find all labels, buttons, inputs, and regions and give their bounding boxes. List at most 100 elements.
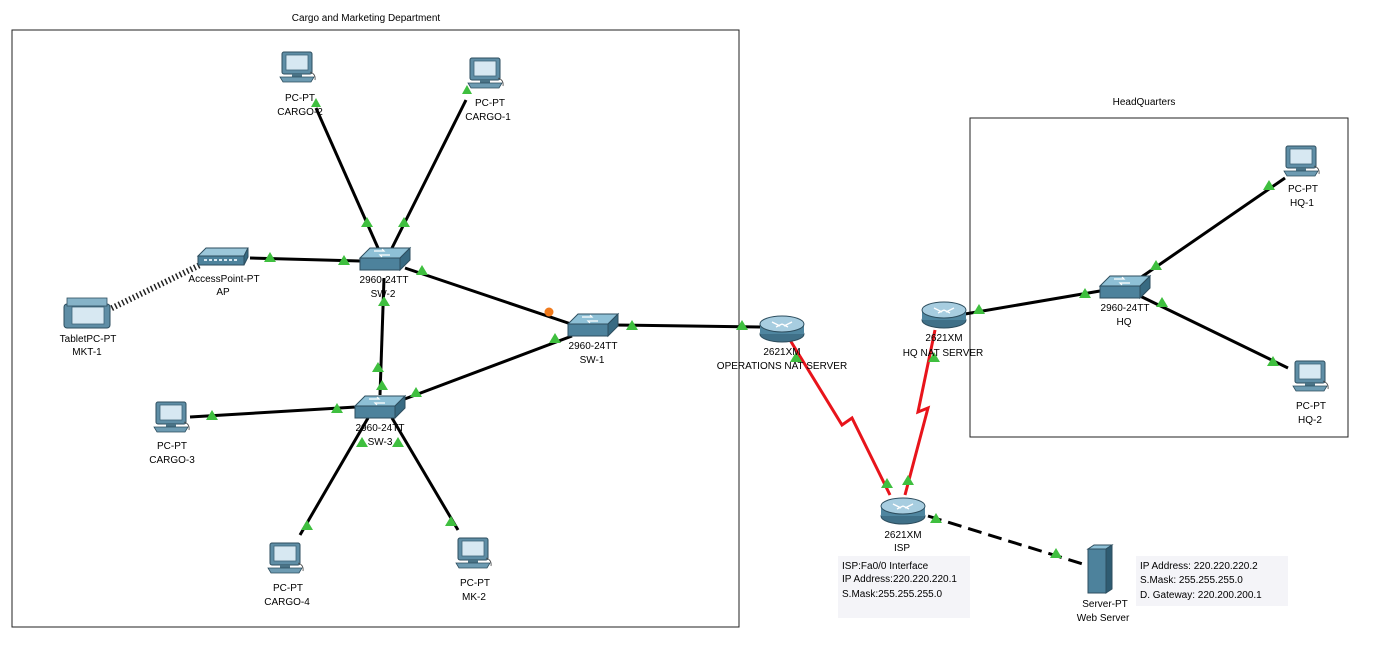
- pc-icon: [467, 57, 504, 89]
- pc-icon: [153, 401, 190, 433]
- device-hq2[interactable]: PC-PT HQ-2: [1292, 360, 1329, 426]
- device-web-server[interactable]: Server-PT Web Server: [1077, 544, 1130, 624]
- device-model-label: 2621XM: [925, 333, 962, 344]
- device-name-label: CARGO-3: [149, 455, 195, 466]
- web-server-note[interactable]: IP Address: 220.220.220.2 S.Mask: 255.25…: [1136, 556, 1288, 606]
- link-pending-icon: [544, 307, 554, 317]
- device-mkt1[interactable]: TabletPC-PT MKT-1: [60, 297, 117, 358]
- link-hqsw-hq2[interactable]: [1139, 294, 1289, 370]
- router-icon: [759, 315, 805, 343]
- device-model-label: 2960-24TT: [356, 423, 405, 434]
- device-name-label: CARGO-2: [277, 107, 323, 118]
- link-up-icon: [928, 352, 940, 362]
- link-up-icon: [881, 478, 893, 488]
- device-name-label: CARGO-1: [465, 112, 511, 123]
- link-up-icon: [392, 437, 404, 447]
- device-isp-router[interactable]: 2621XM ISP: [880, 497, 926, 554]
- device-cargo2[interactable]: PC-PT CARGO-2: [277, 51, 323, 118]
- link-sw3-cargo3[interactable]: [189, 405, 357, 419]
- link-sw1-ops[interactable]: [613, 323, 761, 329]
- device-model-label: 2960-24TT: [569, 341, 618, 352]
- link-up-icon: [1267, 356, 1279, 366]
- device-name-label: MKT-1: [72, 347, 102, 358]
- link-up-icon: [372, 362, 384, 372]
- device-ap[interactable]: AccessPoint-PT AP: [188, 247, 260, 298]
- link-up-icon: [264, 252, 276, 262]
- device-model-label: Server-PT: [1082, 599, 1128, 610]
- link-hqnat-hqsw[interactable]: [964, 289, 1101, 316]
- link-up-icon: [311, 98, 321, 107]
- link-up-icon: [331, 403, 343, 413]
- device-name-label: MK-2: [462, 592, 486, 603]
- device-cargo4[interactable]: PC-PT CARGO-4: [264, 542, 310, 608]
- serial-link-hqnat-isp[interactable]: [903, 329, 937, 496]
- device-hq-switch[interactable]: 2960-24TT HQ: [1099, 275, 1151, 328]
- hq-area-title: HeadQuarters: [1113, 97, 1176, 108]
- device-mk2[interactable]: PC-PT MK-2: [455, 537, 492, 603]
- switch-icon: [567, 313, 619, 337]
- access-point-icon: [197, 247, 249, 266]
- serial-links: [788, 329, 937, 496]
- link-sw3-mk2[interactable]: [390, 417, 460, 531]
- link-up-icon: [356, 437, 368, 447]
- link-up-icon: [410, 387, 422, 397]
- link-up-icon: [338, 255, 350, 265]
- device-name-label: SW-2: [371, 289, 396, 300]
- note-line: S.Mask:255.255.255.0: [842, 589, 943, 600]
- device-model-label: 2960-24TT: [360, 275, 409, 286]
- device-hq-nat-router[interactable]: 2621XM HQ NAT SERVER: [903, 301, 984, 359]
- link-hqsw-hq1[interactable]: [1139, 176, 1286, 280]
- device-name-label: HQ-2: [1298, 415, 1322, 426]
- serial-link-ops-isp[interactable]: [788, 339, 892, 496]
- device-model-label: PC-PT: [475, 98, 505, 109]
- router-icon: [921, 301, 967, 329]
- device-ops-router[interactable]: 2621XM OPERATIONS NAT SERVER: [717, 315, 847, 372]
- link-up-icon: [930, 513, 942, 523]
- device-name-label: HQ NAT SERVER: [903, 348, 984, 359]
- device-model-label: PC-PT: [460, 578, 490, 589]
- device-name-label: CARGO-4: [264, 597, 310, 608]
- pc-icon: [1292, 360, 1329, 392]
- links: [106, 99, 1289, 567]
- note-line: IP Address:220.220.220.1: [842, 574, 957, 585]
- cargo-area-title: Cargo and Marketing Department: [292, 13, 441, 24]
- device-cargo1[interactable]: PC-PT CARGO-1: [465, 57, 511, 123]
- device-sw3[interactable]: 2960-24TT SW-3: [354, 395, 406, 448]
- link-up-icon: [398, 217, 410, 227]
- device-name-label: HQ-1: [1290, 198, 1314, 209]
- link-up-icon: [445, 516, 457, 526]
- link-up-icon: [416, 265, 428, 275]
- isp-note[interactable]: ISP:Fa0/0 Interface IP Address:220.220.2…: [838, 556, 970, 618]
- device-model-label: 2960-24TT: [1101, 303, 1150, 314]
- link-up-icon: [361, 217, 373, 227]
- device-cargo3[interactable]: PC-PT CARGO-3: [149, 401, 195, 466]
- switch-icon: [354, 395, 406, 419]
- link-sw3-cargo4[interactable]: [298, 417, 370, 536]
- tablet-icon: [63, 297, 111, 329]
- link-up-icon: [549, 333, 561, 343]
- device-sw2[interactable]: 2960-24TT SW-2: [359, 247, 411, 300]
- link-up-icon: [973, 304, 985, 314]
- link-up-icon: [736, 320, 748, 330]
- device-model-label: 2621XM: [884, 530, 921, 541]
- link-up-icon: [1150, 260, 1162, 270]
- device-hq1[interactable]: PC-PT HQ-1: [1283, 145, 1320, 209]
- pc-icon: [1283, 145, 1320, 177]
- device-name-label: OPERATIONS NAT SERVER: [717, 361, 847, 372]
- device-model-label: PC-PT: [273, 583, 303, 594]
- device-model-label: PC-PT: [157, 441, 187, 452]
- device-name-label: ISP: [894, 543, 910, 554]
- link-up-icon: [376, 380, 388, 390]
- link-sw2-sw1[interactable]: [404, 266, 575, 327]
- wireless-link-ap-mkt1[interactable]: [106, 262, 202, 313]
- link-up-icon: [790, 352, 802, 362]
- note-line: S.Mask: 255.255.255.0: [1140, 575, 1243, 586]
- device-model-label: PC-PT: [1296, 401, 1326, 412]
- device-sw1[interactable]: 2960-24TT SW-1: [567, 313, 619, 366]
- link-up-icon: [1079, 288, 1091, 298]
- note-line: IP Address: 220.220.220.2: [1140, 561, 1258, 572]
- link-up-icon: [1050, 548, 1062, 558]
- link-sw1-sw3[interactable]: [401, 334, 573, 402]
- link-up-icon: [462, 85, 472, 94]
- note-background: [838, 556, 970, 618]
